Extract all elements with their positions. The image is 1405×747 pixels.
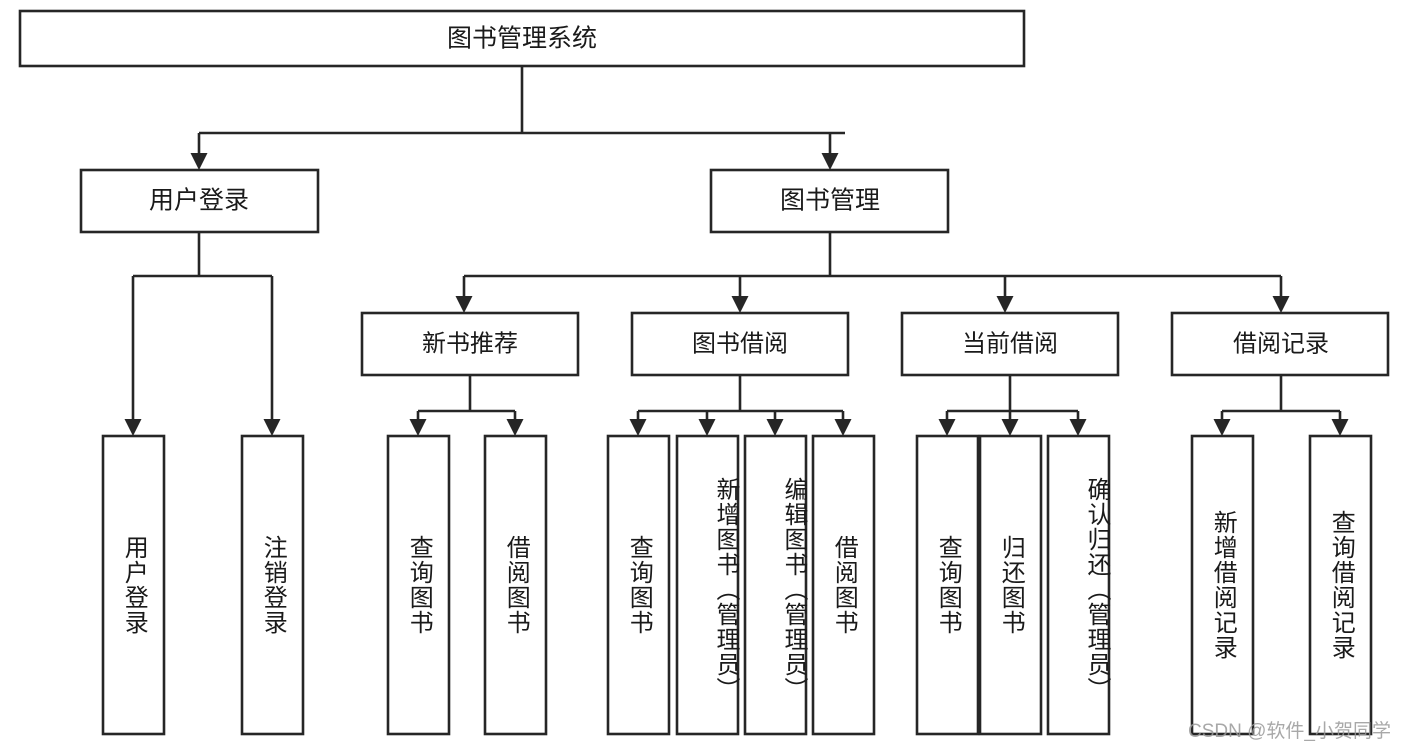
leaf-box-query-book-1	[386, 434, 451, 736]
leaf-box-borrow-book-1	[483, 434, 548, 736]
leaf-box-borrow-book-2	[811, 434, 876, 736]
node-root-system[interactable]: 图书管理系统	[18, 9, 1026, 68]
connector-group-root-to-level2	[190, 66, 845, 170]
node-book-manage-label: 图书管理	[780, 187, 880, 215]
leaf-box-return-book	[978, 434, 1043, 736]
node-book-borrow-label: 图书借阅	[692, 330, 788, 357]
leaf-box-query-book-3	[915, 434, 980, 736]
connector-group-new-book-to-leaves	[409, 375, 524, 436]
connector-group-book-manage-to-level3	[455, 232, 1290, 313]
watermark-text: CSDN @软件_小贺同学	[1188, 721, 1391, 742]
leaf-box-add-borrow-record	[1190, 434, 1255, 736]
node-current-borrow[interactable]: 当前借阅	[900, 311, 1120, 377]
connector-group-borrow-record-to-leaves	[1213, 375, 1349, 436]
leaf-box-edit-book	[743, 434, 808, 736]
leaf-box-confirm-return	[1046, 434, 1111, 736]
node-user-login-label: 用户登录	[149, 187, 249, 215]
connector-group-current-borrow-to-leaves	[938, 375, 1087, 436]
node-borrow-record-label: 借阅记录	[1233, 330, 1329, 357]
node-current-borrow-label: 当前借阅	[962, 330, 1058, 357]
connector-group-book-borrow-to-leaves	[629, 375, 852, 436]
node-book-manage[interactable]: 图书管理	[709, 168, 950, 234]
leaf-box-user-login	[101, 434, 166, 736]
leaf-boxes	[101, 434, 1373, 736]
node-book-borrow[interactable]: 图书借阅	[630, 311, 850, 377]
leaf-box-add-book	[675, 434, 740, 736]
node-root-system-label: 图书管理系统	[447, 25, 597, 53]
node-borrow-record[interactable]: 借阅记录	[1170, 311, 1390, 377]
leaf-box-query-book-2	[606, 434, 671, 736]
node-new-book-recommend[interactable]: 新书推荐	[360, 311, 580, 377]
leaf-box-query-borrow-record	[1308, 434, 1373, 736]
node-new-book-recommend-label: 新书推荐	[422, 330, 518, 357]
leaf-box-logout	[240, 434, 305, 736]
connector-group-user-login-to-leaves	[124, 232, 281, 436]
node-user-login[interactable]: 用户登录	[79, 168, 320, 234]
